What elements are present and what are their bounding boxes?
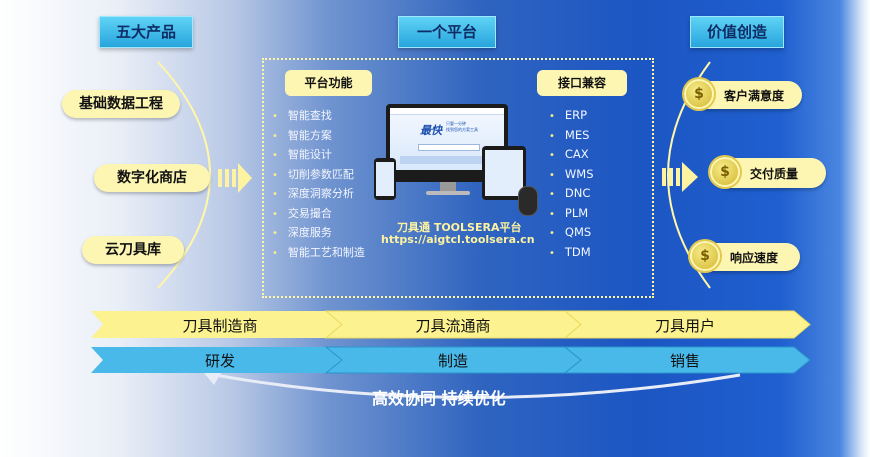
- function-item: •交易撮合: [272, 206, 332, 220]
- functions-title: 平台功能: [285, 70, 372, 96]
- screen-logo: 最快: [420, 124, 442, 137]
- header-value: 价值创造: [690, 16, 784, 48]
- screen-line1: 只要一分钟: [446, 121, 466, 126]
- chain-bottom-band: [91, 346, 811, 374]
- interface-item: •QMS: [549, 225, 592, 239]
- device-name: 刀具通 TOOLSERA平台: [397, 221, 522, 234]
- functions-list: •智能查找 •智能方案 •智能设计 •切削参数匹配 •深度洞察分析 •交易撮合 …: [272, 106, 365, 262]
- interface-item: •DNC: [549, 186, 591, 200]
- interface-item: •TDM: [549, 244, 591, 259]
- interface-item: •CAX: [549, 147, 589, 161]
- header-platform: 一个平台: [398, 16, 496, 48]
- function-item: •切削参数匹配: [272, 167, 354, 181]
- chain-top-band: [91, 310, 811, 339]
- value-label: 响应速度: [730, 251, 779, 265]
- screen-line2: 找到您的方案工具: [446, 127, 478, 132]
- chain-top-3: 刀具用户: [654, 317, 715, 335]
- function-item: •智能查找: [272, 109, 332, 122]
- chain-bottom-2: 制造: [437, 352, 468, 370]
- chain-top-1: 刀具制造商: [182, 317, 258, 335]
- dollar-coin-icon: $: [690, 241, 720, 271]
- function-item: •深度洞察分析: [272, 187, 354, 200]
- chain-bottom-3: 销售: [669, 352, 700, 370]
- function-item: •智能方案: [272, 128, 332, 142]
- interfaces-list: •ERP •MES •CAX •WMS •DNC •PLM •QMS •TDM: [549, 106, 594, 262]
- product-item-2: 数字化商店: [94, 164, 210, 192]
- interfaces-title: 接口兼容: [537, 70, 627, 96]
- monitor-screen: 最快 只要一分钟 找到您的方案工具: [390, 108, 504, 170]
- platform-url: https://aigtcl.toolsera.cn: [381, 233, 535, 246]
- function-item: •深度服务: [272, 226, 332, 239]
- value-label: 客户满意度: [724, 89, 785, 103]
- product-item-3: 云刀具库: [82, 236, 184, 264]
- header-products: 五大产品: [99, 16, 193, 48]
- interface-item: •MES: [549, 127, 590, 142]
- chain-bottom-1: 研发: [204, 352, 235, 370]
- interface-item: •PLM: [549, 205, 589, 220]
- value-label: 交付质量: [750, 167, 799, 181]
- interface-item: •WMS: [549, 166, 594, 181]
- phone: [374, 158, 396, 200]
- mouse: [518, 186, 538, 216]
- platform-to-values-arrow: [662, 162, 698, 192]
- devices-illustration: 最快 只要一分钟 找到您的方案工具: [372, 104, 540, 216]
- function-item: •智能工艺和制造: [272, 245, 365, 259]
- feedback-arc: [214, 373, 741, 399]
- dollar-coin-icon: $: [710, 157, 740, 187]
- interface-item: •ERP: [549, 108, 588, 122]
- product-item-1: 基础数据工程: [62, 90, 180, 118]
- dollar-coin-icon: $: [684, 79, 714, 109]
- platform-box: [262, 58, 654, 298]
- chain-top-2: 刀具流通商: [415, 317, 491, 335]
- footer-label: 高效协同 持续优化: [372, 389, 506, 408]
- function-item: •智能设计: [272, 148, 332, 161]
- products-to-platform-arrow: [218, 163, 252, 193]
